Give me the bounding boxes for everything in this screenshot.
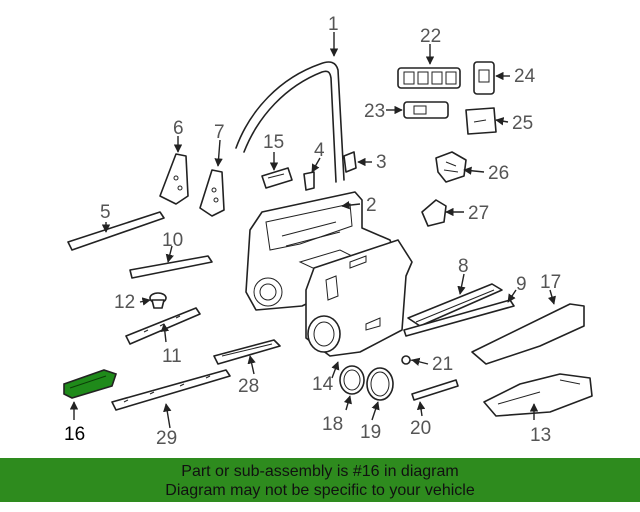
callout-26: 26 bbox=[488, 163, 509, 184]
part-21-fastener[interactable] bbox=[401, 355, 421, 365]
callout-14: 14 bbox=[312, 374, 334, 395]
door-inner-carrier bbox=[305, 239, 413, 357]
callout-18: 18 bbox=[322, 414, 343, 435]
callout-20: 20 bbox=[410, 418, 431, 439]
part-26-latch[interactable] bbox=[435, 151, 467, 183]
callout-4: 4 bbox=[314, 140, 325, 161]
part-6-corner-trim[interactable] bbox=[159, 153, 189, 205]
callout-21: 21 bbox=[432, 354, 453, 375]
callout-9: 9 bbox=[516, 274, 527, 295]
part-1-weatherstrip[interactable] bbox=[235, 61, 345, 183]
callout-29: 29 bbox=[156, 428, 177, 449]
part-23-switch[interactable] bbox=[403, 101, 449, 119]
part-22-window-switch-panel[interactable] bbox=[397, 67, 461, 89]
part-25-switch-cover[interactable] bbox=[465, 107, 497, 135]
banner-line-1: Part or sub-assembly is #16 in diagram bbox=[181, 463, 459, 480]
callout-24: 24 bbox=[514, 66, 536, 87]
callout-6: 6 bbox=[173, 118, 184, 139]
callout-10: 10 bbox=[162, 230, 183, 251]
part-12-knob[interactable] bbox=[149, 292, 167, 309]
leader-lines bbox=[69, 32, 556, 429]
info-banner: Part or sub-assembly is #16 in diagram D… bbox=[0, 458, 640, 502]
callout-19: 19 bbox=[360, 422, 381, 443]
callout-12: 12 bbox=[114, 292, 135, 313]
part-27-bracket[interactable] bbox=[421, 199, 447, 227]
part-13-armrest-panel[interactable] bbox=[483, 373, 593, 417]
callout-11: 11 bbox=[162, 346, 182, 367]
callout-5: 5 bbox=[100, 202, 111, 223]
part-10-strip[interactable] bbox=[129, 255, 213, 279]
part-11-handle-trim[interactable] bbox=[125, 307, 201, 345]
callout-17: 17 bbox=[540, 272, 561, 293]
part-28-strip[interactable] bbox=[213, 339, 281, 365]
callout-labels: 1 2 3 4 5 6 7 8 9 10 11 12 13 14 15 16 1… bbox=[64, 14, 561, 449]
callout-15: 15 bbox=[263, 132, 284, 153]
callout-22: 22 bbox=[420, 26, 441, 47]
callout-16: 16 bbox=[64, 424, 85, 445]
part-15-switch-bezel[interactable] bbox=[261, 167, 293, 189]
banner-line-2: Diagram may not be specific to your vehi… bbox=[165, 482, 475, 499]
part-29-sill-strip[interactable] bbox=[111, 369, 231, 411]
part-19-speaker-grille[interactable] bbox=[366, 367, 394, 401]
part-8-armrest[interactable] bbox=[407, 283, 503, 327]
part-24-switch[interactable] bbox=[473, 61, 495, 95]
callout-7: 7 bbox=[214, 122, 225, 143]
parts-diagram: 1 2 3 4 5 6 7 8 9 10 11 12 13 14 15 16 1… bbox=[63, 14, 593, 449]
part-20-bracket[interactable] bbox=[411, 379, 459, 401]
part-16-highlighted-part[interactable] bbox=[63, 369, 118, 399]
part-5-strip[interactable] bbox=[67, 211, 165, 251]
part-7-corner-trim[interactable] bbox=[199, 169, 225, 217]
part-18-speaker-ring[interactable] bbox=[339, 365, 365, 395]
callout-27: 27 bbox=[468, 203, 489, 224]
callout-3: 3 bbox=[376, 152, 387, 173]
callout-1: 1 bbox=[328, 14, 339, 35]
callout-23: 23 bbox=[364, 101, 385, 122]
callout-28: 28 bbox=[238, 376, 259, 397]
callout-8: 8 bbox=[458, 256, 469, 277]
callout-2: 2 bbox=[366, 195, 377, 216]
callout-13: 13 bbox=[530, 425, 551, 446]
callout-25: 25 bbox=[512, 113, 533, 134]
part-3-clip[interactable] bbox=[343, 151, 357, 173]
part-17-pocket-panel[interactable] bbox=[471, 303, 585, 365]
part-9-strip[interactable] bbox=[403, 299, 515, 337]
part-4-fastener[interactable] bbox=[303, 171, 315, 191]
